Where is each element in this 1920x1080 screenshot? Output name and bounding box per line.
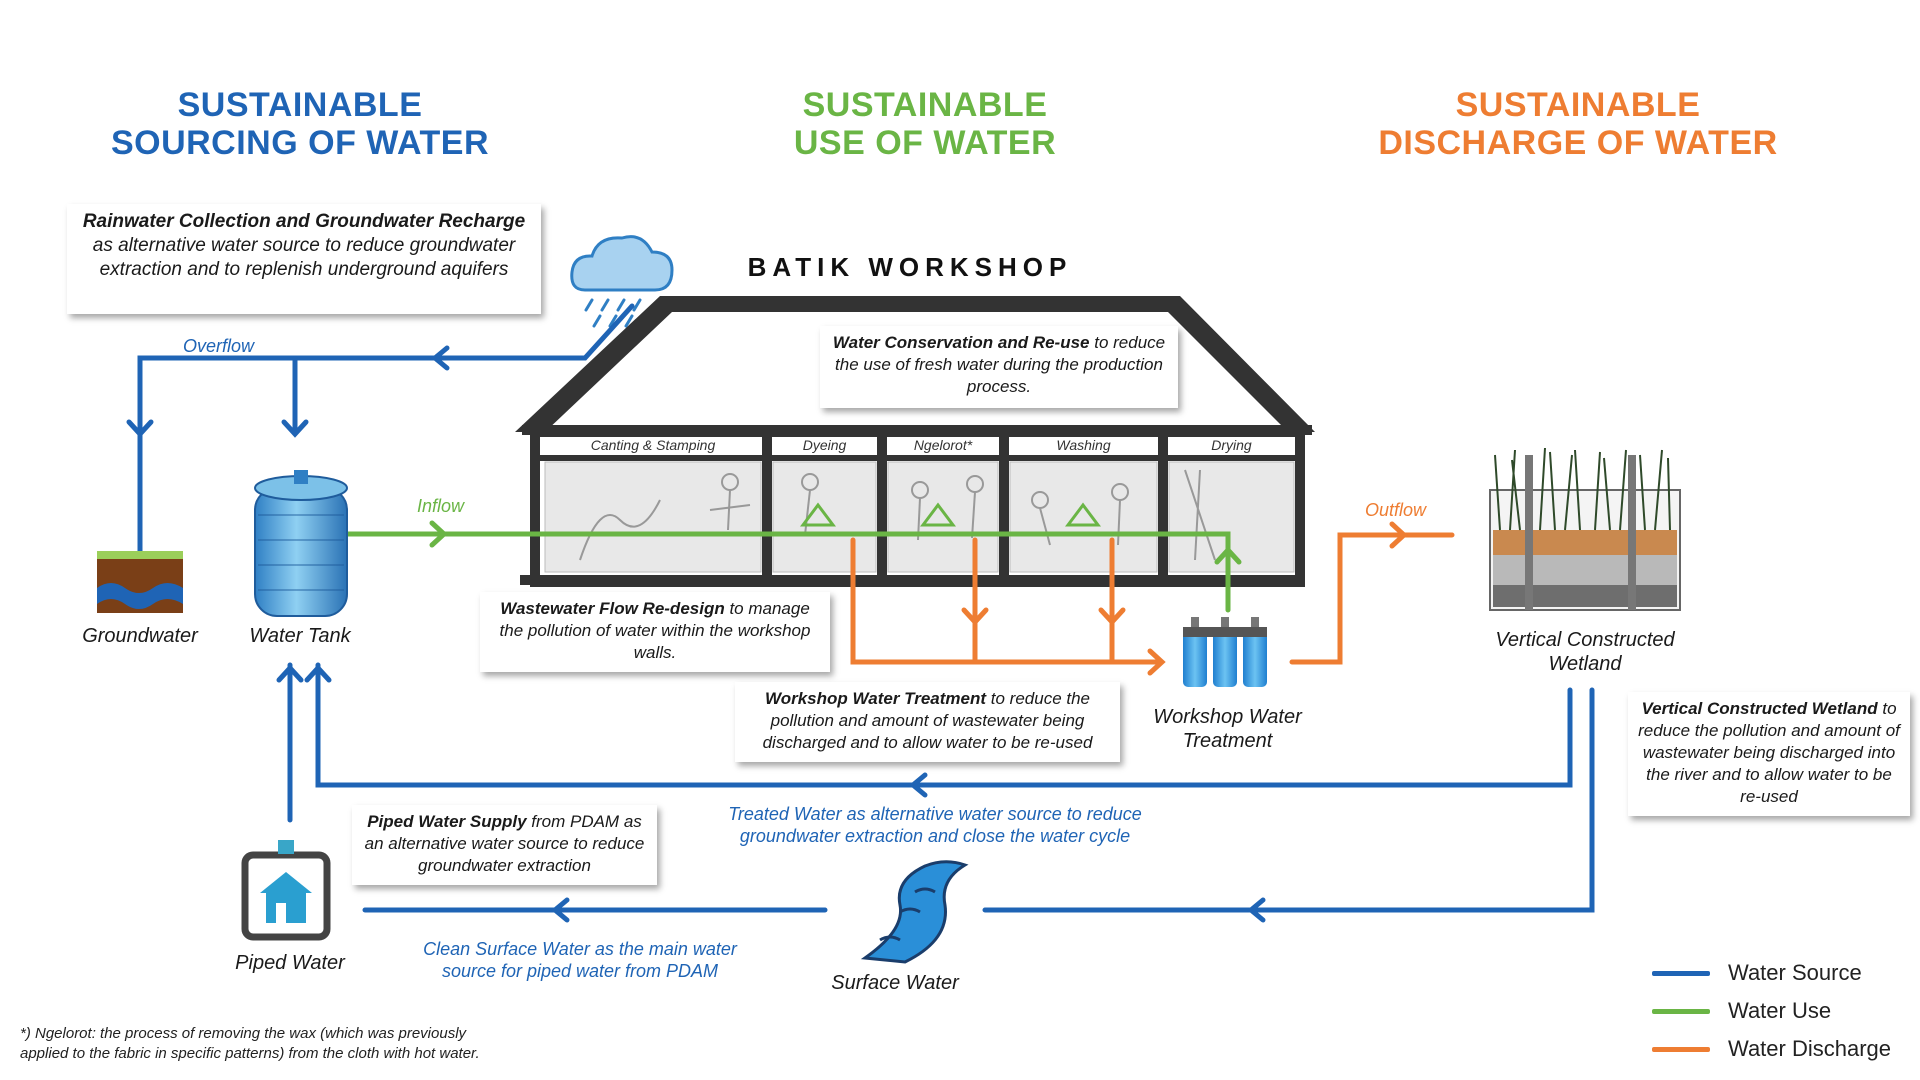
header-use-line1: SUSTAINABLE bbox=[802, 86, 1048, 124]
card-piped: Piped Water Supply from PDAM as an alter… bbox=[352, 805, 657, 885]
card-treatment-text: to reduce the pollution and amount of wa… bbox=[762, 689, 1093, 752]
card-rainwater-text: as alternative water source to reduce gr… bbox=[92, 235, 516, 280]
legend-label-use: Water Use bbox=[1728, 998, 1832, 1023]
stage-drying: Drying bbox=[1211, 437, 1252, 453]
label-workshop-treatment-line2: Treatment bbox=[1182, 730, 1273, 752]
legend-item-use: Water Use bbox=[1652, 996, 1831, 1026]
legend-item-source: Water Source bbox=[1652, 958, 1862, 988]
footnote: *) Ngelorot: the process of removing the… bbox=[20, 1024, 480, 1064]
label-wetland-line2: Wetland bbox=[1548, 653, 1622, 675]
workshop-title: BATIK WORKSHOP bbox=[747, 252, 1073, 282]
header-sourcing-line2: SOURCING OF WATER bbox=[110, 124, 490, 162]
piped-water-house-icon bbox=[241, 840, 331, 941]
footnote-line1: *) Ngelorot: the process of removing the… bbox=[20, 1025, 467, 1042]
card-treatment: Workshop Water Treatment to reduce the p… bbox=[735, 682, 1120, 762]
card-treatment-title: Workshop Water Treatment bbox=[764, 689, 987, 708]
card-conservation-text: to reduce the use of fresh water during … bbox=[835, 333, 1166, 396]
card-redesign-text: to manage the pollution of water within … bbox=[499, 599, 811, 662]
stage-dyeing: Dyeing bbox=[802, 437, 847, 453]
flow-label-inflow: Inflow bbox=[417, 496, 465, 516]
stage-ngelorot: Ngelorot* bbox=[913, 437, 973, 453]
workshop-building bbox=[515, 296, 1315, 587]
label-workshop-treatment: Workshop Water Treatment bbox=[1120, 705, 1335, 753]
stage-washing: Washing bbox=[1056, 437, 1111, 453]
stage-canting-stamping: Canting & Stamping bbox=[590, 437, 716, 453]
footnote-line2: applied to the fabric in specific patter… bbox=[20, 1045, 480, 1062]
note-clean-surface-water: Clean Surface Water as the main water so… bbox=[390, 938, 770, 982]
label-piped-water: Piped Water bbox=[235, 952, 345, 974]
card-conservation: Water Conservation and Re-use to reduce … bbox=[820, 326, 1178, 408]
label-groundwater: Groundwater bbox=[82, 625, 198, 647]
note-clean-line1: Clean Surface Water as the main water bbox=[423, 939, 737, 959]
card-conservation-title: Water Conservation and Re-use bbox=[832, 333, 1090, 352]
groundwater-icon bbox=[97, 551, 183, 613]
legend-swatch-discharge bbox=[1652, 1046, 1710, 1052]
header-discharge-line1: SUSTAINABLE bbox=[1455, 86, 1701, 124]
legend-item-discharge: Water Discharge bbox=[1652, 1034, 1891, 1064]
water-discharge-lines bbox=[850, 521, 1455, 676]
header-discharge: SUSTAINABLE DISCHARGE OF WATER bbox=[1318, 86, 1838, 162]
water-use-lines bbox=[342, 520, 1242, 613]
card-rainwater: Rainwater Collection and Groundwater Rec… bbox=[67, 204, 541, 314]
flow-label-outflow: Outflow bbox=[1365, 500, 1427, 520]
water-source-lines bbox=[126, 303, 1595, 923]
note-treated-water: Treated Water as alternative water sourc… bbox=[680, 803, 1190, 847]
header-use-line2: USE OF WATER bbox=[793, 124, 1057, 162]
card-wetland: Vertical Constructed Wetland to reduce t… bbox=[1628, 692, 1910, 816]
flow-label-overflow: Overflow bbox=[183, 336, 255, 356]
card-piped-text: from PDAM as an alternative water source… bbox=[364, 812, 645, 875]
card-wetland-title: Vertical Constructed Wetland bbox=[1641, 699, 1878, 718]
label-water-tank: Water Tank bbox=[249, 625, 351, 647]
legend-swatch-use bbox=[1652, 1008, 1710, 1014]
label-workshop-treatment-line1: Workshop Water bbox=[1153, 706, 1302, 728]
note-treated-line2: groundwater extraction and close the wat… bbox=[739, 826, 1131, 846]
card-piped-title: Piped Water Supply bbox=[367, 812, 527, 831]
card-wetland-text: to reduce the pollution and amount of wa… bbox=[1638, 699, 1900, 806]
river-icon bbox=[860, 860, 969, 964]
card-rainwater-title: Rainwater Collection and Groundwater Rec… bbox=[82, 211, 526, 232]
card-redesign: Wastewater Flow Re-design to manage the … bbox=[480, 592, 830, 672]
note-clean-line2: source for piped water from PDAM bbox=[441, 961, 719, 981]
reuse-arrows bbox=[800, 502, 1101, 527]
header-sourcing-line1: SUSTAINABLE bbox=[177, 86, 423, 124]
water-tank-icon bbox=[254, 470, 348, 617]
card-redesign-title: Wastewater Flow Re-design bbox=[500, 599, 725, 618]
label-surface-water: Surface Water bbox=[831, 972, 959, 994]
header-use: SUSTAINABLE USE OF WATER bbox=[665, 86, 1185, 162]
legend-label-source: Water Source bbox=[1728, 960, 1862, 985]
note-treated-line1: Treated Water as alternative water sourc… bbox=[728, 804, 1142, 824]
label-wetland-line1: Vertical Constructed bbox=[1495, 629, 1675, 651]
header-discharge-line2: DISCHARGE OF WATER bbox=[1378, 124, 1778, 162]
label-wetland: Vertical Constructed Wetland bbox=[1465, 628, 1705, 676]
water-filter-icon bbox=[1183, 617, 1267, 687]
legend-swatch-source bbox=[1652, 970, 1710, 976]
wetland-icon bbox=[1489, 447, 1681, 611]
legend-label-discharge: Water Discharge bbox=[1728, 1036, 1892, 1061]
header-sourcing: SUSTAINABLE SOURCING OF WATER bbox=[40, 86, 560, 162]
cloud-rain-icon bbox=[570, 235, 674, 328]
